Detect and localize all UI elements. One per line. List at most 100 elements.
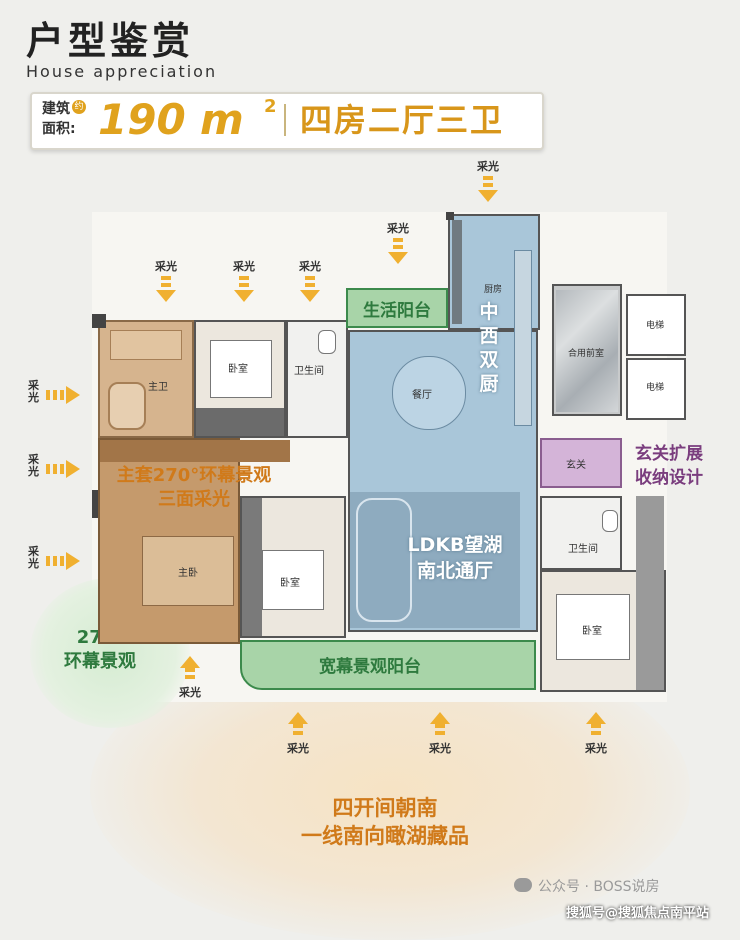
wechat-icon (514, 878, 532, 892)
light-stripes (305, 276, 315, 290)
light-stripes (393, 238, 403, 252)
lighting-label: 采光 (387, 222, 409, 235)
lighting-bottom-1: 采光 (178, 656, 202, 700)
arrow-up-icon (180, 656, 200, 668)
wall-top-left (92, 314, 106, 328)
arrow-down-icon (388, 252, 408, 264)
master-bath-label: 主卫 (148, 382, 168, 393)
lighting-label: 采光 (585, 742, 607, 755)
arrow-up-icon (430, 712, 450, 724)
entrance (540, 438, 622, 488)
lighting-left-3: 采光 (28, 546, 88, 576)
orientation-line1: 四开间朝南 (332, 796, 438, 820)
kitchen-label: 厨房 (484, 285, 503, 295)
source-watermark: 搜狐号@搜狐焦点南平站 (566, 906, 710, 921)
bedroom-top-wardrobe (196, 408, 284, 436)
wardrobe-strip (100, 440, 290, 462)
entrance-feature-line2: 收纳设计 (635, 468, 703, 488)
light-stripes (46, 464, 66, 474)
kitchen-feature: 中西双厨 (479, 301, 499, 395)
light-stripes (591, 724, 601, 738)
bathroom-right-label: 卫生间 (568, 544, 598, 555)
lighting-label: 采光 (179, 686, 201, 699)
lighting-label: 采光 (299, 260, 321, 273)
light-stripes (483, 176, 493, 190)
lighting-top-4: 采光 (386, 220, 410, 264)
light-stripes (161, 276, 171, 290)
account-label: 公众号 · BOSS说房 (538, 879, 660, 895)
light-stripes (46, 390, 66, 400)
bathroom-top-label: 卫生间 (294, 366, 324, 377)
bedroom-mid-bed (262, 550, 324, 610)
elevator-1 (626, 294, 686, 356)
vanity (110, 330, 182, 360)
approx-badge: 约 (72, 100, 86, 114)
bedroom-right-label: 卧室 (582, 626, 602, 637)
lighting-bottom-4: 采光 (584, 712, 608, 756)
bathroom-top (286, 320, 348, 438)
lighting-label: 采光 (155, 260, 177, 273)
lighting-bottom-3: 采光 (428, 712, 452, 756)
panorama-text: 环幕景观 (64, 651, 136, 672)
area-unit-superscript: 2 (264, 96, 277, 117)
orientation-line2: 一线南向瞰湖藏品 (301, 824, 469, 848)
orientation-feature: 四开间朝南 一线南向瞰湖藏品 (220, 794, 550, 850)
ldkb-feature: LDKB望湖 南北通厅 (380, 532, 530, 584)
lighting-label: 采光 (287, 742, 309, 755)
light-stripes (46, 556, 66, 566)
lighting-label: 采光 (477, 160, 499, 173)
kitchen-counter-side (514, 250, 532, 426)
bedroom-right-wardrobe (636, 496, 664, 690)
wall-kitchen-top (446, 212, 454, 220)
lighting-top-2: 采光 (232, 258, 256, 302)
bathroom-right (540, 496, 622, 570)
bedroom-mid-wardrobe (242, 498, 262, 636)
elevator-2-label: 电梯 (646, 383, 665, 393)
wide-balcony-label: 宽幕景观阳台 (319, 657, 421, 677)
wall-left (92, 490, 98, 518)
arrow-right-icon (66, 460, 80, 478)
lighting-top-1: 采光 (154, 258, 178, 302)
living-balcony (346, 288, 448, 328)
lighting-label: 采光 (429, 742, 451, 755)
shared-lobby-label: 合用前室 (568, 349, 605, 359)
toilet-right (602, 510, 618, 532)
divider (284, 104, 286, 136)
page-title: 户型鉴赏 (26, 19, 195, 63)
ldkb-line2: 南北通厅 (416, 560, 493, 582)
living-balcony-label: 生活阳台 (363, 301, 431, 321)
light-stripes (435, 724, 445, 738)
toilet-top (318, 330, 336, 354)
master-feature-line1: 主套270°环幕景观 (116, 465, 272, 486)
area-unit: m (200, 95, 244, 144)
elevator-1-label: 电梯 (646, 321, 665, 331)
light-stripes (185, 668, 195, 682)
light-stripes (293, 724, 303, 738)
marble-texture (556, 290, 618, 412)
bedroom-top-label: 卧室 (228, 364, 248, 375)
ldkb-line1: LDKB望湖 (407, 534, 503, 556)
master-feature: 主套270°环幕景观 三面采光 (94, 464, 294, 512)
bedroom-top-bed (210, 340, 272, 398)
lighting-top-5: 采光 (476, 158, 500, 202)
arrow-down-icon (478, 190, 498, 202)
arrow-right-icon (66, 552, 80, 570)
master-bedroom-label: 主卧 (178, 568, 198, 579)
dining-label: 餐厅 (412, 390, 432, 401)
entrance-feature-line1: 玄关扩展 (635, 444, 703, 464)
lighting-left-1: 采光 (28, 380, 88, 410)
arrow-right-icon (66, 386, 80, 404)
area-label: 建筑面积: (42, 101, 76, 137)
area-value: 190 (98, 95, 186, 144)
arrow-down-icon (234, 290, 254, 302)
arrow-down-icon (156, 290, 176, 302)
lighting-bottom-2: 采光 (286, 712, 310, 756)
master-bed (142, 536, 234, 606)
lighting-label: 采光 (233, 260, 255, 273)
arrow-up-icon (288, 712, 308, 724)
entrance-label: 玄关 (566, 460, 586, 471)
lighting-left-2: 采光 (28, 454, 88, 484)
sofa-area (350, 492, 520, 628)
arrow-down-icon (300, 290, 320, 302)
kitchen-counter (452, 220, 462, 324)
